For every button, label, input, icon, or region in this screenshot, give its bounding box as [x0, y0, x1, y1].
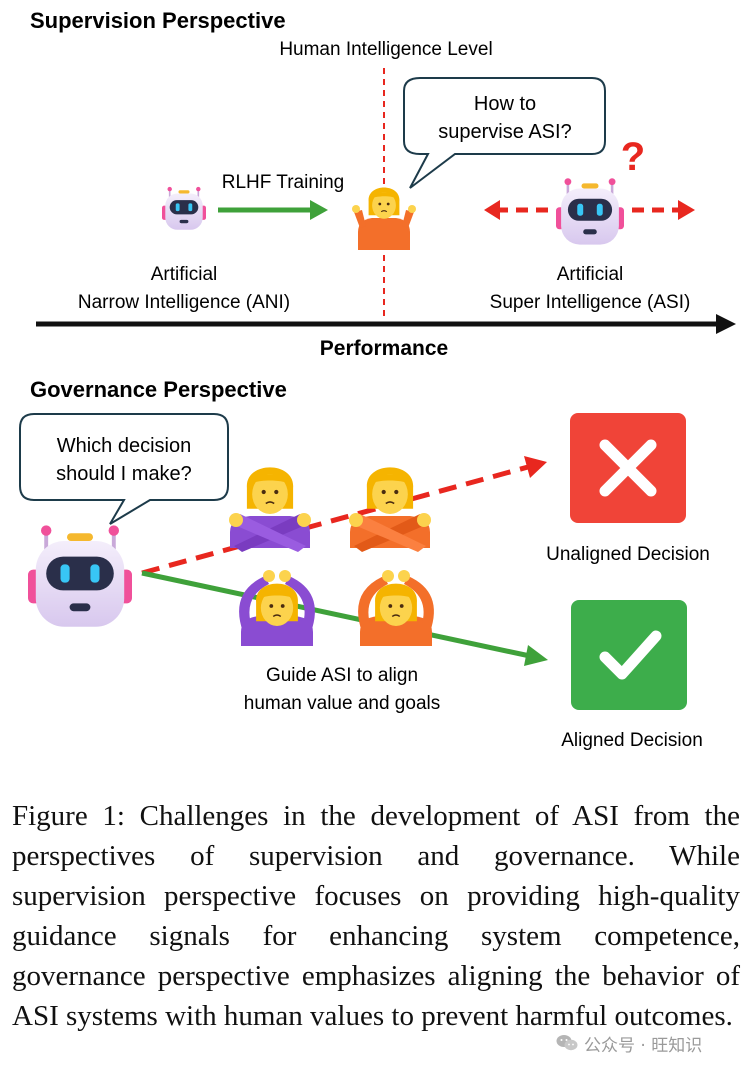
governance-robot-icon [26, 523, 134, 629]
asi-label-line1: Artificial [557, 264, 624, 285]
x-mark-icon [570, 413, 686, 523]
asi-figure: Supervision Perspective Human Intelligen… [19, 8, 736, 751]
guide-label-line1: Guide ASI to align [266, 665, 418, 686]
ani-label-line1: Artificial [151, 264, 218, 285]
supervise-bubble-line2: supervise ASI? [438, 121, 571, 143]
performance-label: Performance [320, 337, 448, 360]
cross-arms-person-orange-icon [349, 466, 431, 552]
guide-label-line2: human value and goals [244, 693, 440, 714]
cross-arms-person-purple-icon [229, 466, 311, 552]
supervise-bubble-line1: How to [474, 93, 536, 115]
decision-bubble-line1: Which decision [57, 435, 192, 457]
ani-label-line2: Narrow Intelligence (ANI) [78, 292, 290, 313]
governance-heading: Governance Perspective [30, 377, 287, 402]
asi-arrow-left-head [484, 200, 500, 220]
supervision-heading: Supervision Perspective [30, 8, 286, 33]
figure-caption: Figure 1: Challenges in the development … [12, 800, 740, 1032]
rlhf-label: RLHF Training [222, 172, 345, 193]
check-mark-icon [571, 600, 687, 710]
decision-speech-bubble: Which decision should I make? [19, 413, 229, 525]
decision-bubble-line2: should I make? [56, 463, 192, 485]
asi-robot-icon [554, 177, 626, 246]
supervise-speech-bubble: How to supervise ASI? [403, 77, 606, 189]
aligned-label: Aligned Decision [561, 730, 703, 751]
ani-robot-icon [161, 186, 207, 231]
human-level-label: Human Intelligence Level [279, 39, 492, 60]
aligned-arrow [141, 570, 531, 659]
rlhf-arrow-head [310, 200, 328, 220]
aligned-arrow-head [524, 645, 548, 666]
ok-gesture-person-purple-icon [239, 570, 315, 646]
asi-label-line2: Super Intelligence (ASI) [490, 292, 691, 313]
performance-axis-head [716, 314, 736, 334]
unaligned-arrow [141, 464, 529, 576]
wechat-icon [556, 1035, 578, 1051]
asi-arrow-right-head [678, 200, 695, 220]
unaligned-arrow-head [524, 456, 547, 478]
ok-gesture-person-orange-icon [358, 570, 434, 646]
unaligned-label: Unaligned Decision [546, 544, 710, 565]
watermark: 公众号 · 旺知识 [552, 1030, 707, 1056]
shrug-person-icon [352, 187, 416, 250]
question-mark: ? [621, 135, 645, 179]
watermark-text: 公众号 · 旺知识 [584, 1035, 703, 1056]
